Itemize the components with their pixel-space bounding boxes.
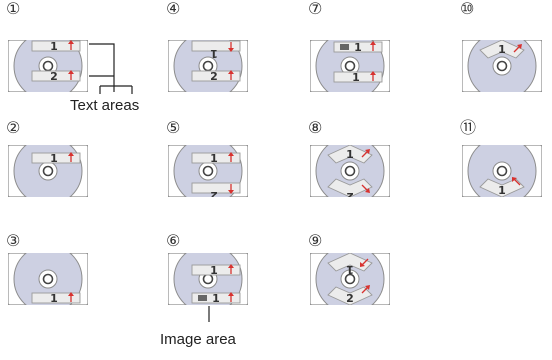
svg-text:1: 1 <box>210 264 218 277</box>
text-areas-callout-line <box>89 43 133 94</box>
diagram-9: 1 2 <box>310 253 390 305</box>
text-area-top <box>31 152 81 164</box>
diagram-11: 1 <box>462 145 542 197</box>
text-area-top <box>333 41 383 53</box>
svg-text:1: 1 <box>210 152 218 165</box>
text-area-top <box>191 152 241 164</box>
svg-text:2: 2 <box>210 189 218 202</box>
diagram-5: 1 2 <box>168 145 248 202</box>
svg-text:1: 1 <box>210 47 218 60</box>
diagram-8: 1 2 <box>310 145 390 203</box>
svg-text:1: 1 <box>50 292 58 305</box>
svg-text:1: 1 <box>346 263 354 276</box>
diagram-4: 1 2 <box>168 40 248 92</box>
text-area-top <box>191 264 241 276</box>
diagram-11-label: ⑪ <box>460 118 476 137</box>
diagram-2: 1 <box>8 145 88 197</box>
svg-text:1: 1 <box>354 41 362 54</box>
text-area-bottom <box>333 71 383 83</box>
image-area-icon <box>198 295 207 301</box>
text-area-bottom <box>327 286 373 305</box>
diagram-8-label: ⑧ <box>308 118 322 137</box>
text-area-top <box>479 40 525 59</box>
text-area-bottom <box>191 292 241 304</box>
diagram-2-label: ② <box>6 118 20 137</box>
svg-text:1: 1 <box>352 71 360 84</box>
diagram-1-label: ① <box>6 0 20 18</box>
svg-text:2: 2 <box>346 190 354 203</box>
svg-text:1: 1 <box>50 40 58 53</box>
svg-text:2: 2 <box>210 70 218 83</box>
text-area-bottom <box>191 182 241 194</box>
text-area-top <box>327 145 373 164</box>
diagram-6: 1 1 <box>168 253 248 305</box>
diagram-3: 1 <box>8 253 88 305</box>
text-area-bottom <box>31 70 81 82</box>
diagram-5-label: ⑤ <box>166 118 180 137</box>
text-area-bottom <box>327 178 373 197</box>
svg-text:1: 1 <box>498 43 506 56</box>
text-area-bottom <box>191 70 241 82</box>
diagram-1: 1 2 <box>8 40 88 92</box>
diagram-10: 1 <box>462 40 542 92</box>
diagram-3-label: ③ <box>6 231 20 250</box>
svg-text:2: 2 <box>50 70 58 83</box>
svg-text:2: 2 <box>346 292 354 305</box>
svg-text:1: 1 <box>50 152 58 165</box>
svg-text:1: 1 <box>498 184 506 197</box>
image-area-icon <box>340 44 349 50</box>
diagram-9-label: ⑨ <box>308 231 322 250</box>
text-areas-label: Text areas <box>70 97 139 114</box>
image-area-label: Image area <box>160 331 237 348</box>
svg-text:1: 1 <box>212 292 220 305</box>
text-area-top <box>31 40 81 52</box>
text-area-top <box>191 40 241 52</box>
diagram-6-label: ⑥ <box>166 231 180 250</box>
diagram-7-label: ⑦ <box>308 0 322 18</box>
text-area-bottom <box>479 178 525 197</box>
diagram-10-label: ⑩ <box>460 0 474 18</box>
diagram-4-label: ④ <box>166 0 180 18</box>
text-area-bottom <box>31 292 81 304</box>
svg-text:1: 1 <box>346 148 354 161</box>
diagram-7: 1 1 <box>310 40 390 92</box>
